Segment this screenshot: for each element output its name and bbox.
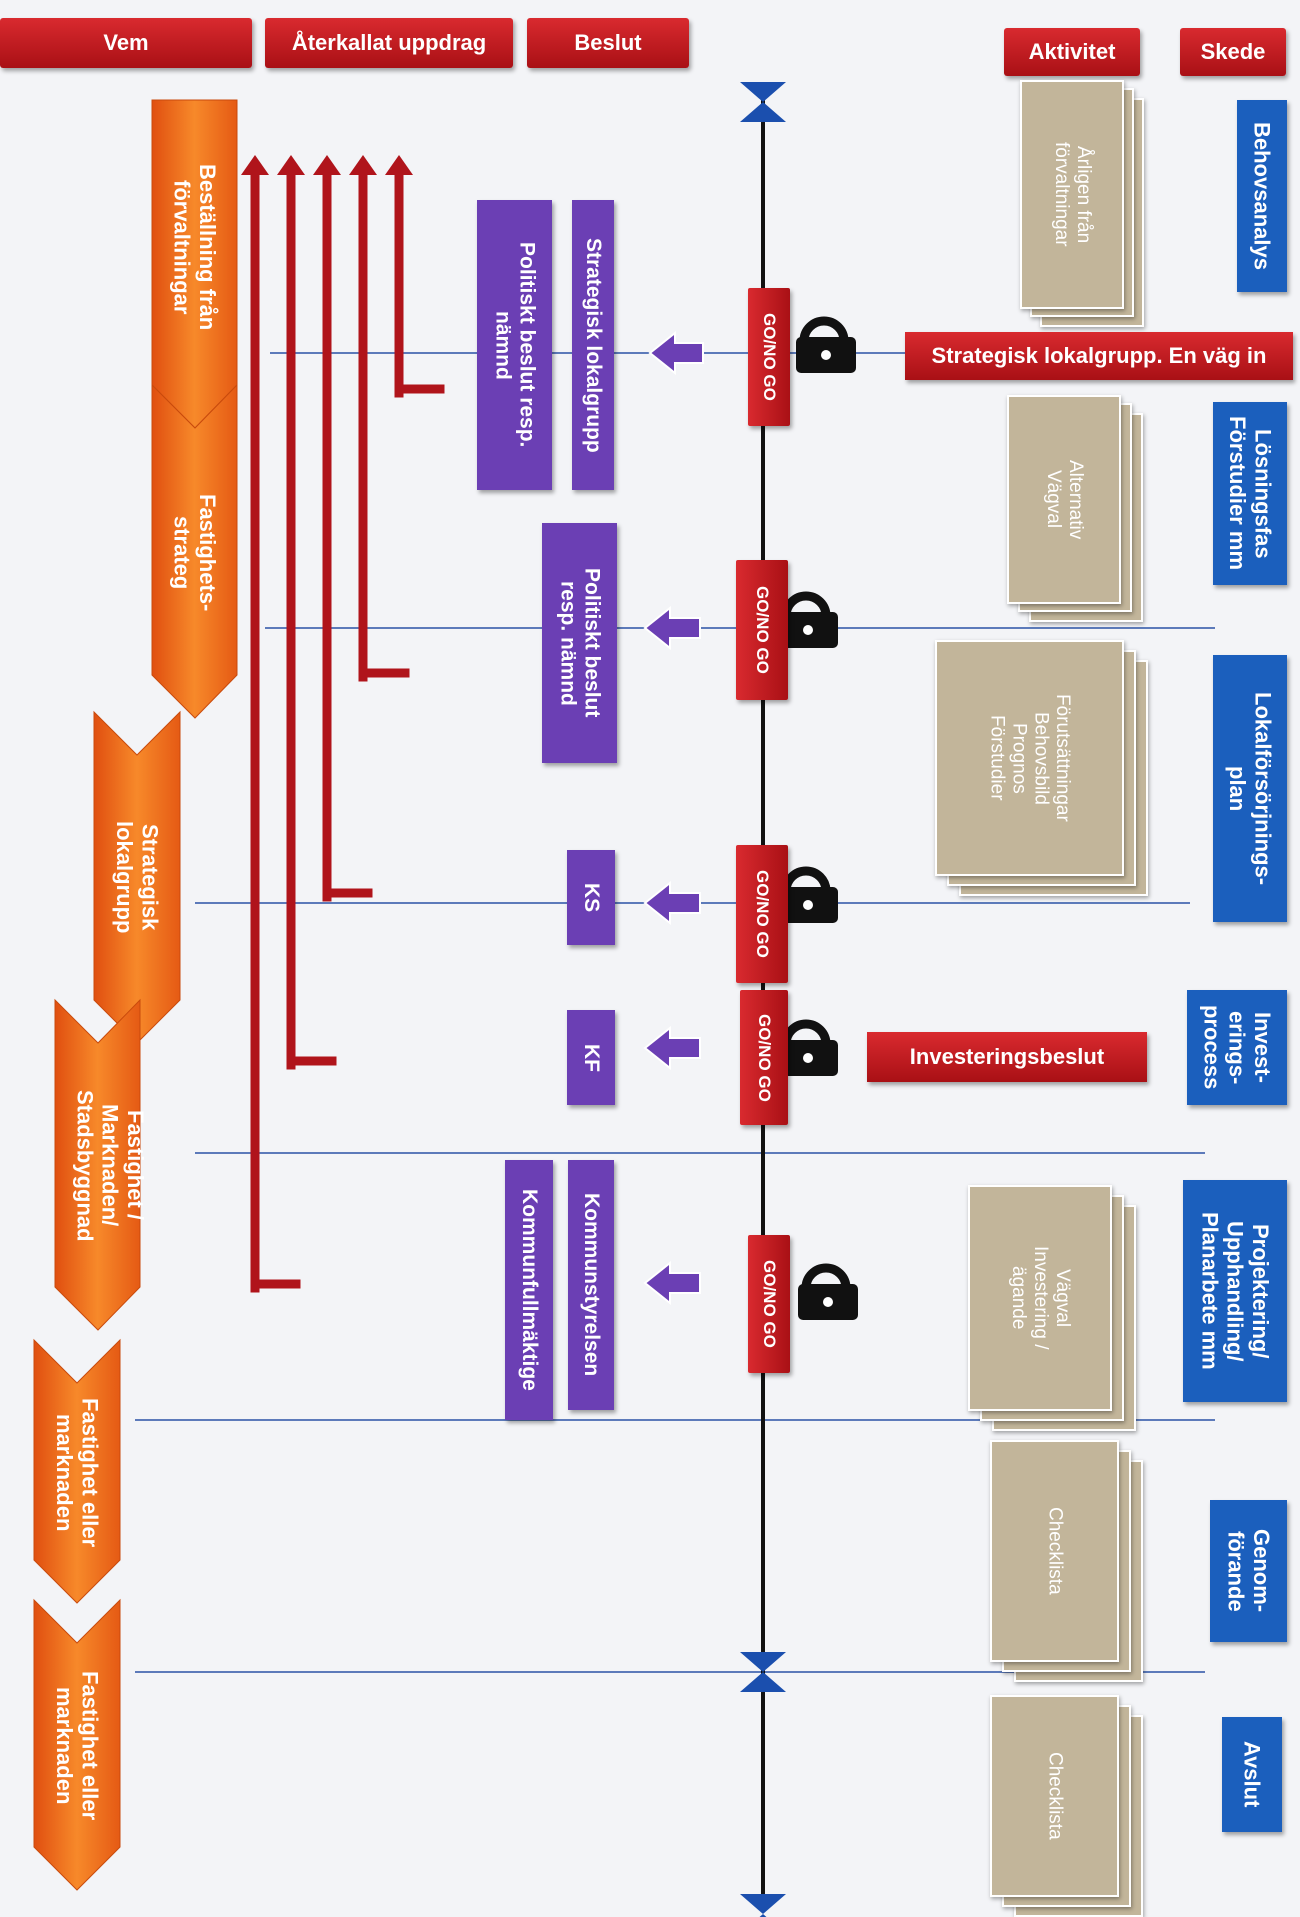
beslut-kommunfullmaktige: Kommunfullmäktige [505,1160,553,1420]
document-stack-icon: Alternativ Vägval [1007,395,1143,622]
skede-investeringsprocess: Invest- erings- process [1187,990,1287,1105]
banner-investeringsbeslut: Investeringsbeslut [867,1032,1147,1082]
arrowhead-up-icon [385,155,413,175]
beslut-ks: KS [567,850,615,945]
document-stack-icon: Checklista [990,1440,1143,1682]
header-vem: Vem [0,18,252,68]
header-aterkallat-uppdrag: Återkallat uppdrag [265,18,513,68]
skede-projektering: Projektering/ Upphandling/ Planarbete mm [1183,1180,1287,1402]
padlock-icon [798,1263,858,1320]
vem-fastighetsstrateg: Fastighets- strateg [169,493,220,612]
bowtie-marker-icon [740,82,786,122]
gate-go-no-go: GO/NO GO [740,990,788,1125]
chevron-arrow-icon [33,1338,121,1604]
beslut-politiskt-beslut-2: Politiskt beslut resp. nämnd [542,523,617,763]
header-skede: Skede [1180,28,1286,76]
document-stack-icon: Förutsättningar Behovsbild Prognos Först… [935,640,1148,896]
vem-chevrons [33,99,238,1891]
beslut-politiskt-beslut-1: Politiskt beslut resp. nämnd [477,200,552,490]
arrow-left-icon [643,1025,701,1071]
aktivitet-forutsattningar: Förutsättningar Behovsbild Prognos Först… [935,640,1124,876]
vem-fastighet-eller-marknaden-2: Fastighet eller marknaden [52,1670,103,1821]
arrow-left-icon [643,1260,701,1306]
beslut-kf: KF [567,1010,615,1105]
vem-fastighet-marknaden-stadsbyggnad: Fastighet / Marknaden/ Stadsbyggnad [72,1089,148,1242]
banner-strategisk-lokalgrupp: Strategisk lokalgrupp. En väg in [905,332,1293,380]
skede-avslut: Avslut [1222,1717,1282,1832]
vem-bestallning: Beställning från förvaltningar [169,164,220,331]
header-beslut: Beslut [527,18,689,68]
document-stack-icon: Årligen från förvaltningar [1020,80,1144,327]
beslut-kommunstyrelsen: Kommunstyrelsen [568,1160,614,1410]
arrowhead-up-icon [241,155,269,175]
arrow-left-icon [643,880,701,926]
arrow-left-icon [648,330,704,376]
aktivitet-checklista-avslut: Checklista [990,1695,1119,1897]
document-stack-icon: Vägval Investering / ägande [968,1185,1136,1431]
aktivitet-alternativ-vagval: Alternativ Vägval [1007,395,1121,604]
vem-fastighet-eller-marknaden-1: Fastighet eller marknaden [52,1398,103,1548]
chevron-arrow-icon [33,1598,121,1891]
bowtie-marker-icon [740,1652,786,1692]
chevron-arrow-icon [93,710,181,1044]
chevron-arrow-icon [151,383,238,719]
aktivitet-checklista-genomforande: Checklista [990,1440,1119,1662]
gate-go-no-go: GO/NO GO [748,288,790,426]
purple-arrows [643,330,704,1306]
arrowhead-up-icon [349,155,377,175]
skede-lokalforsorjningsplan: Lokalförsörjnings- plan [1213,655,1287,922]
arrowhead-up-icon [313,155,341,175]
aktivitet-vagval-investering: Vägval Investering / ägande [968,1185,1112,1411]
gate-go-no-go: GO/NO GO [736,845,788,983]
skede-genomforande: Genom- förande [1210,1500,1287,1642]
chevron-arrow-icon [54,998,141,1331]
gate-go-no-go: GO/NO GO [736,560,788,700]
recall-arrowheads [241,155,413,175]
skede-behovsanalys: Behovsanalys [1237,100,1287,292]
skede-losningsfas: Lösningsfas Förstudier mm [1213,402,1287,585]
aktivitet-arligen: Årligen från förvaltningar [1020,80,1124,309]
document-stack-icon: Checklista [990,1695,1143,1917]
recall-arrows [250,165,445,1293]
beslut-strategisk-lokalgrupp: Strategisk lokalgrupp [572,200,614,490]
header-aktivitet: Aktivitet [1004,28,1140,76]
padlock-icon [796,316,856,373]
vem-strategisk-lokalgrupp: Strategisk lokalgrupp [112,821,163,934]
arrow-left-icon [643,605,701,651]
bowtie-marker-icon [740,1894,786,1917]
gate-go-no-go: GO/NO GO [748,1235,790,1373]
arrowhead-up-icon [277,155,305,175]
